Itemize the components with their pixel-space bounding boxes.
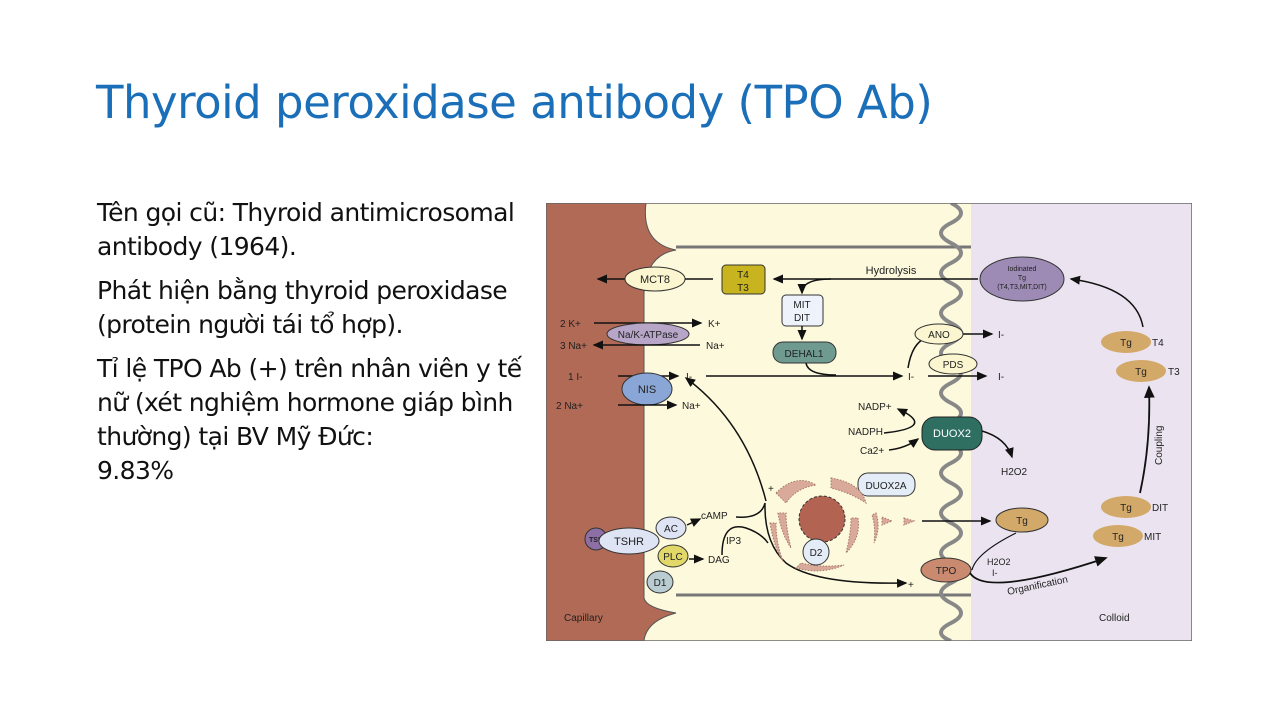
tg-mit-label: MIT: [1144, 532, 1161, 543]
pds-label: PDS: [943, 360, 964, 371]
mit-label: MIT: [793, 300, 810, 311]
capillary-label: Capillary: [564, 613, 603, 624]
duox2-enzyme: [921, 416, 983, 451]
slide-title: Thyroid peroxidase antibody (TPO Ab): [96, 76, 933, 129]
tsh-label: TSH: [589, 537, 603, 544]
paragraph-detection: Phát hiện bằng thyroid peroxidase (prote…: [97, 276, 508, 339]
colloid-label: Colloid: [1099, 613, 1130, 624]
tg-dit-tg-label: Tg: [1120, 503, 1132, 514]
d1-label: D1: [654, 578, 667, 589]
dehal1-box: [772, 341, 837, 364]
plc-label: PLC: [663, 552, 682, 563]
na-label-1: Na+: [706, 341, 725, 352]
h2o2-label-2: H2O2: [987, 557, 1011, 567]
iodinated-tg-label-3: (T4,T3,MIT,DIT): [997, 284, 1046, 291]
tg-t3: [1116, 360, 1166, 382]
d1-deiodinase: [646, 570, 674, 594]
t4-t3-box: [721, 264, 766, 295]
k-label: K+: [708, 319, 721, 330]
tshr-receptor: [598, 527, 660, 555]
slide-body: Tên gọi cũ: Thyroid antimicrosomal antib…: [97, 196, 527, 498]
tg-t3-label: T3: [1168, 367, 1180, 378]
iodide-label-3: I-: [998, 372, 1004, 383]
dag-label: DAG: [708, 555, 730, 566]
prevalence-value: 9.83%: [97, 456, 174, 485]
calcium-label: Ca2+: [860, 446, 884, 457]
nis-label: NIS: [638, 384, 656, 396]
tg-t4-label: T4: [1152, 338, 1164, 349]
iodide-label-4: I-: [998, 330, 1004, 341]
nadp-label: NADP+: [858, 402, 892, 413]
tg-t4-tg-label: Tg: [1120, 338, 1132, 349]
plus-sign-1: +: [768, 484, 774, 495]
tpo-enzyme: [920, 557, 972, 583]
paragraph-old-name: Tên gọi cũ: Thyroid antimicrosomal antib…: [97, 198, 515, 261]
three-na-label: 3 Na+: [560, 341, 587, 352]
tg-dit: [1101, 496, 1151, 518]
dehal1-label: DEHAL1: [785, 349, 824, 360]
paragraph-prevalence: Tỉ lệ TPO Ab (+) trên nhân viên y tế nữ …: [97, 352, 527, 488]
h2o2-label-1: H2O2: [1001, 467, 1028, 478]
coupling-label: Coupling: [1154, 426, 1165, 465]
duox2-label: DUOX2: [933, 428, 971, 440]
iodinated-tg-label-2: Tg: [1018, 275, 1026, 282]
cytoplasm-region: [626, 203, 971, 641]
nucleus: [798, 495, 846, 543]
two-na-label: 2 Na+: [556, 401, 583, 412]
ac-enzyme: [655, 516, 687, 540]
duox2a-label: DUOX2A: [865, 481, 906, 492]
ac-label: AC: [664, 524, 678, 535]
golgi-apparatus: [769, 477, 916, 572]
one-i-label: 1 I-: [568, 372, 582, 383]
iodide-label-2: I-: [908, 372, 914, 383]
tpo-label: TPO: [936, 566, 957, 577]
t4-label: T4: [737, 270, 749, 281]
tg-t4: [1101, 331, 1151, 353]
tshr-label: TSHR: [614, 536, 644, 548]
t3-label: T3: [737, 283, 749, 294]
mct8-label: MCT8: [640, 274, 670, 286]
tg-dit-label: DIT: [1152, 503, 1168, 514]
ano-label: ANO: [928, 330, 950, 341]
prevalence-text: Tỉ lệ TPO Ab (+) trên nhân viên y tế nữ …: [97, 354, 522, 451]
na-label-2: Na+: [682, 401, 701, 412]
plc-enzyme: [657, 544, 689, 568]
iodinated-tg-label-1: Iodinated: [1008, 266, 1037, 273]
tg-t3-tg-label: Tg: [1135, 367, 1147, 378]
iodide-label-5: I-: [992, 568, 998, 578]
duox2a-box: [857, 472, 916, 497]
two-k-label: 2 K+: [560, 319, 581, 330]
iodinated-tg: [979, 256, 1065, 302]
hydrolysis-label: Hydrolysis: [866, 265, 917, 277]
d2-label: D2: [810, 548, 823, 559]
camp-label: cAMP: [701, 511, 728, 522]
tg-label: Tg: [1016, 516, 1028, 527]
nadph-label: NADPH: [848, 427, 883, 438]
tg-mit: [1093, 525, 1143, 547]
plus-sign-2: +: [908, 580, 914, 591]
d2-deiodinase: [802, 538, 830, 566]
tg-thyroglobulin: [995, 507, 1049, 533]
ip3-label: IP3: [726, 536, 741, 547]
na-k-atpase-label: Na/K-ATPase: [618, 330, 679, 341]
tg-mit-tg-label: Tg: [1112, 532, 1124, 543]
pds-pendrin: [928, 353, 978, 375]
dit-label: DIT: [794, 313, 810, 324]
thyroid-hormone-synthesis-diagram: MCT8 T4 T3 Hydrolysis MIT DIT DEHAL1 Iod…: [546, 203, 1192, 641]
